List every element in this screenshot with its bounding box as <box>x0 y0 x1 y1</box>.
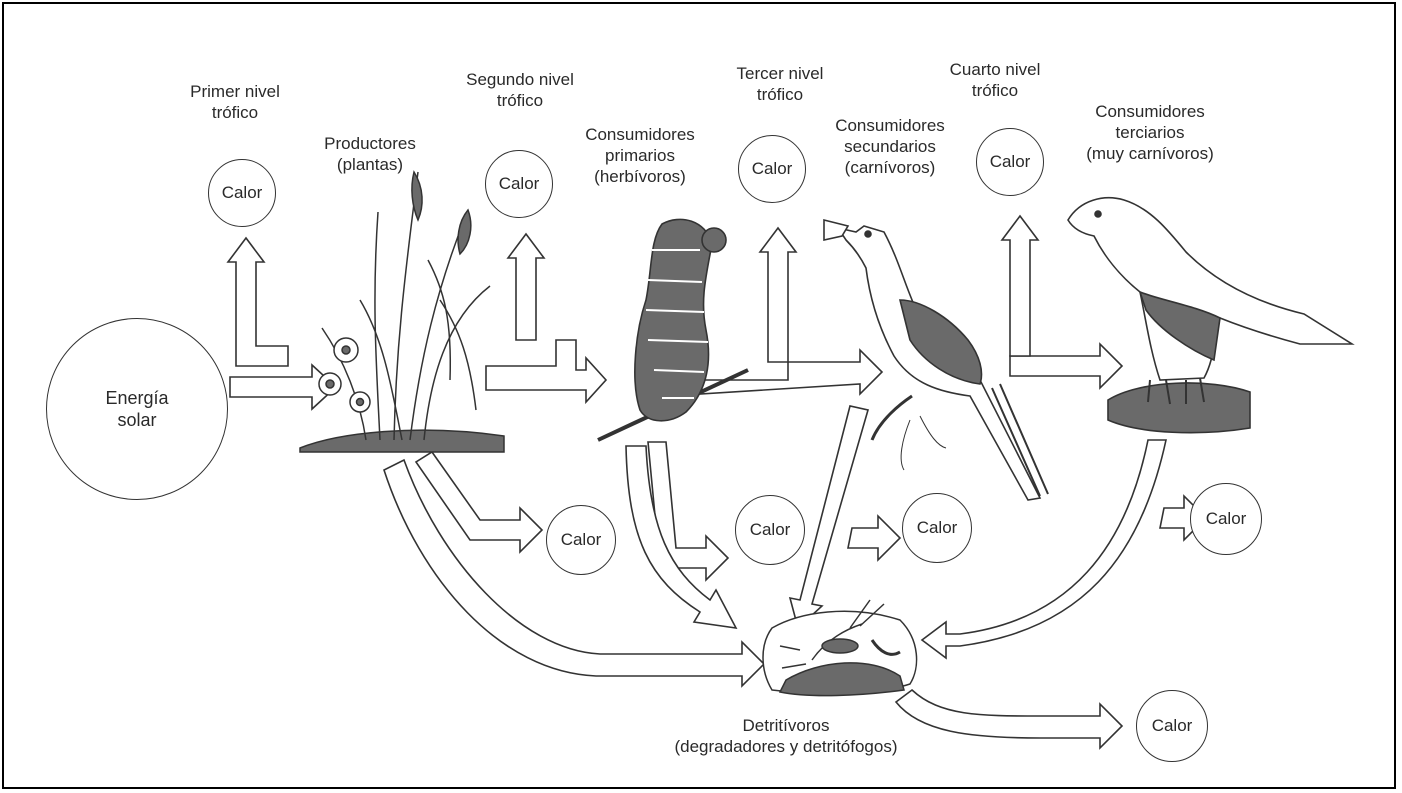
heat-circle-producers-bottom: Calor <box>546 505 616 575</box>
secondary-heat-arrow <box>760 228 796 362</box>
herbivores-to-detritivores-arrow <box>626 446 736 628</box>
producers-to-herbivores-arrow <box>486 340 606 402</box>
heat-circle-herbivores-top: Calor <box>485 150 553 218</box>
heat-circle-tertiary-bottom: Calor <box>1190 483 1262 555</box>
detritivores-label: Detritívoros(degradadores y detritófogos… <box>626 715 946 757</box>
heat-circle-tertiary-top: Calor <box>976 128 1044 196</box>
detritivore-illustration <box>763 600 917 696</box>
producers-heat-arrow <box>228 238 288 366</box>
producers-label: Productores(plantas) <box>300 133 440 175</box>
solar-energy-label-line1: Energía <box>105 387 168 409</box>
solar-energy-circle: Energía solar <box>46 318 228 500</box>
heat-circle-secondary-top: Calor <box>738 135 806 203</box>
caterpillar-illustration <box>598 219 748 440</box>
secondary-lower-heat-arrow <box>848 516 900 560</box>
heat-circle-detritivores: Calor <box>1136 690 1208 762</box>
herbivores-heat-arrow <box>508 234 544 340</box>
plants-illustration <box>300 172 504 452</box>
heat-circle-herbivores-bottom: Calor <box>735 495 805 565</box>
hawk-illustration <box>1068 198 1352 433</box>
tertiary-heat-arrow <box>1002 216 1038 356</box>
herbivores-to-secondary-arrow <box>700 350 882 394</box>
heat-circle-secondary-bottom: Calor <box>902 493 972 563</box>
heat-circle-producers-top: Calor <box>208 159 276 227</box>
solar-energy-label-line2: solar <box>117 409 156 431</box>
